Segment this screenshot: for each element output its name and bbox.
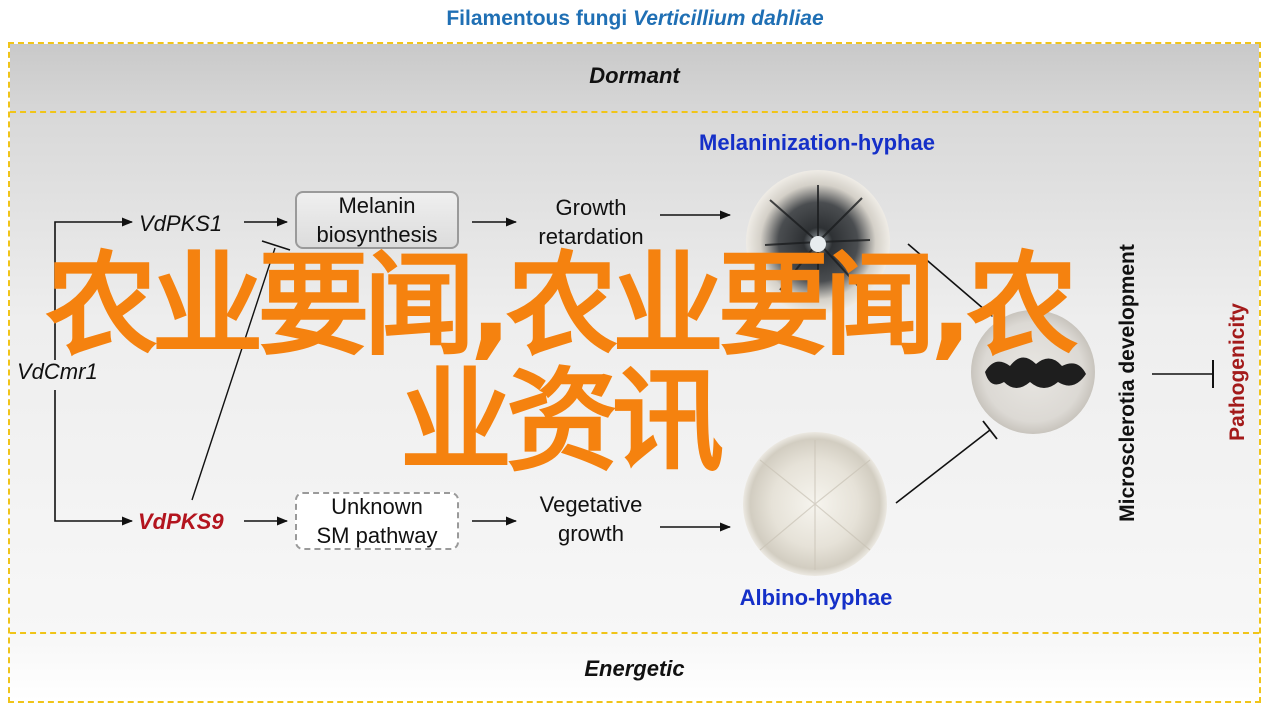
arrow-vdcmr1-to-vdpks1 bbox=[54, 217, 134, 360]
growth-retardation-label: Growth retardation bbox=[520, 193, 662, 251]
divider-bottom bbox=[10, 632, 1259, 634]
energetic-band bbox=[10, 633, 1259, 701]
arrow-melanized-to-microsclerotia bbox=[907, 243, 993, 317]
inhibit-vdpks9-melanin bbox=[191, 247, 276, 501]
watermark-overlay: 农业要闻,农业要闻,农 业资讯 bbox=[14, 248, 1104, 480]
gene-vdcmr1: VdCmr1 bbox=[17, 359, 98, 384]
gene-vdpks1: VdPKS1 bbox=[139, 211, 223, 236]
label-line: Vegetative bbox=[539, 492, 643, 517]
dormant-band bbox=[10, 44, 1259, 112]
box-line: Unknown bbox=[331, 494, 423, 519]
melanin-biosynthesis-box: Melanin biosynthesis bbox=[295, 191, 459, 249]
microsclerotia-development-label: Microsclerotia development bbox=[1116, 244, 1139, 522]
arrow-vdcmr1-to-vdpks9 bbox=[54, 390, 134, 526]
box-line: biosynthesis bbox=[316, 222, 438, 247]
albino-hyphae-label: Albino-hyphae bbox=[739, 585, 893, 610]
watermark-line: 业资讯 bbox=[400, 357, 724, 487]
title-species: Verticillium dahliae bbox=[633, 7, 824, 30]
watermark-line: 农业要闻,农业要闻,农 bbox=[45, 241, 1078, 371]
melanized-colony-image bbox=[746, 170, 890, 314]
melanized-hyphae-label: Melaninization-hyphae bbox=[699, 130, 935, 155]
albino-colony-image bbox=[743, 432, 887, 576]
box-line: SM pathway bbox=[316, 523, 438, 548]
divider-top bbox=[10, 111, 1259, 113]
stage-dormant: Dormant bbox=[589, 63, 680, 88]
vegetative-growth-label: Vegetative growth bbox=[520, 490, 662, 548]
inhibit-bar-microsclerotia bbox=[982, 420, 998, 440]
box-line: Melanin bbox=[338, 193, 416, 218]
label-line: Growth bbox=[555, 195, 627, 220]
diagram-title: Filamentous fungi Verticillium dahliae bbox=[0, 7, 1270, 35]
unknown-sm-pathway-box: Unknown SM pathway bbox=[295, 492, 459, 550]
inhibit-albino-microsclerotia bbox=[895, 429, 991, 504]
pathogenicity-label: Pathogenicity bbox=[1226, 303, 1249, 441]
label-line: growth bbox=[557, 521, 625, 546]
inhibit-bar-melanin bbox=[261, 240, 291, 251]
title-text: Filamentous fungi bbox=[446, 7, 634, 30]
diagram-frame bbox=[8, 42, 1261, 703]
gene-vdpks9: VdPKS9 bbox=[138, 509, 224, 534]
stage-energetic: Energetic bbox=[584, 656, 685, 681]
microsclerotia-image bbox=[971, 310, 1095, 434]
label-line: retardation bbox=[538, 224, 644, 249]
